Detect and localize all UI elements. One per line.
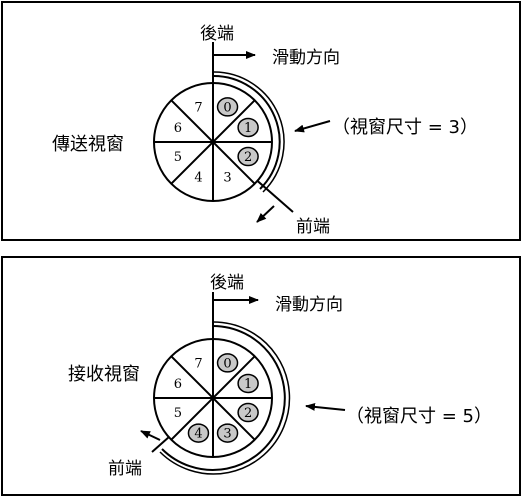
- sender-slot-label: 6: [174, 121, 182, 136]
- receiver-size-arrow: [305, 402, 346, 411]
- receiver-slot-highlight: [216, 423, 239, 443]
- receiver-front-arrow: [140, 430, 161, 441]
- receiver-panel-border: [1, 256, 521, 496]
- receiver-slot-label: 6: [174, 377, 182, 392]
- sender-slot-label: 3: [223, 171, 231, 186]
- receiver-slot-label: 0: [223, 356, 231, 371]
- receiver-slot-highlight: [187, 423, 210, 443]
- sender-direction-label: 滑動方向: [272, 48, 340, 68]
- sender-slot-highlight: [237, 146, 259, 167]
- receiver-window-arc-inner: [159, 321, 291, 475]
- receiver-back-label: 後端: [210, 273, 244, 293]
- receiver-direction-label: 滑動方向: [275, 295, 343, 315]
- sender-back-label: 後端: [200, 24, 234, 44]
- receiver-slot-highlight: [237, 373, 259, 394]
- receiver-slot-highlight: [237, 402, 259, 423]
- receiver-slot-label: 7: [194, 356, 202, 371]
- sender-slot-label: 5: [174, 150, 182, 165]
- receiver-side-label: 接收視窗: [68, 364, 140, 385]
- sender-panel: 後端 滑動方向 前端 （視窗尺寸 = 3） 傳送視窗 01 23 45 67: [1, 1, 521, 241]
- receiver-slot-label: 3: [223, 427, 231, 442]
- receiver-panel: 後端 滑動方向 前端 （視窗尺寸 = 5） 接收視窗 01 23 45 67: [1, 256, 521, 496]
- sender-slot-label: 2: [244, 150, 252, 165]
- receiver-slot-label: 1: [244, 377, 252, 392]
- receiver-slot-label: 2: [244, 406, 252, 421]
- sender-size-label: （視窗尺寸 = 3）: [332, 117, 478, 138]
- sender-slot-label: 0: [223, 100, 231, 115]
- receiver-slot-highlight: [216, 353, 239, 373]
- receiver-slot-label: 4: [194, 427, 202, 442]
- sender-sector-divider: [170, 99, 256, 185]
- receiver-window-arc-outer: [161, 325, 286, 471]
- sender-slot-label: 7: [194, 100, 202, 115]
- receiver-sector-divider: [170, 355, 256, 441]
- receiver-slot-label: 5: [174, 406, 182, 421]
- sender-slot-highlight: [216, 97, 239, 117]
- sender-slot-highlight: [237, 117, 259, 138]
- sender-side-label: 傳送視窗: [52, 134, 124, 155]
- sender-window-arc-inner: [212, 71, 285, 193]
- receiver-front-label: 前端: [108, 459, 142, 479]
- sender-wheel: 01 23 45 67: [153, 82, 273, 202]
- receiver-wheel: 01 23 45 67: [153, 338, 273, 458]
- sender-front-label: 前端: [296, 217, 330, 237]
- sender-window-arc-outer: [212, 74, 281, 190]
- sender-front-arrow: [256, 205, 275, 223]
- sender-slot-label: 4: [194, 171, 202, 186]
- sender-panel-border: [1, 1, 521, 241]
- sender-slot-label: 1: [244, 121, 252, 136]
- receiver-size-label: （視窗尺寸 = 5）: [346, 406, 492, 427]
- sender-size-arrow: [294, 120, 331, 133]
